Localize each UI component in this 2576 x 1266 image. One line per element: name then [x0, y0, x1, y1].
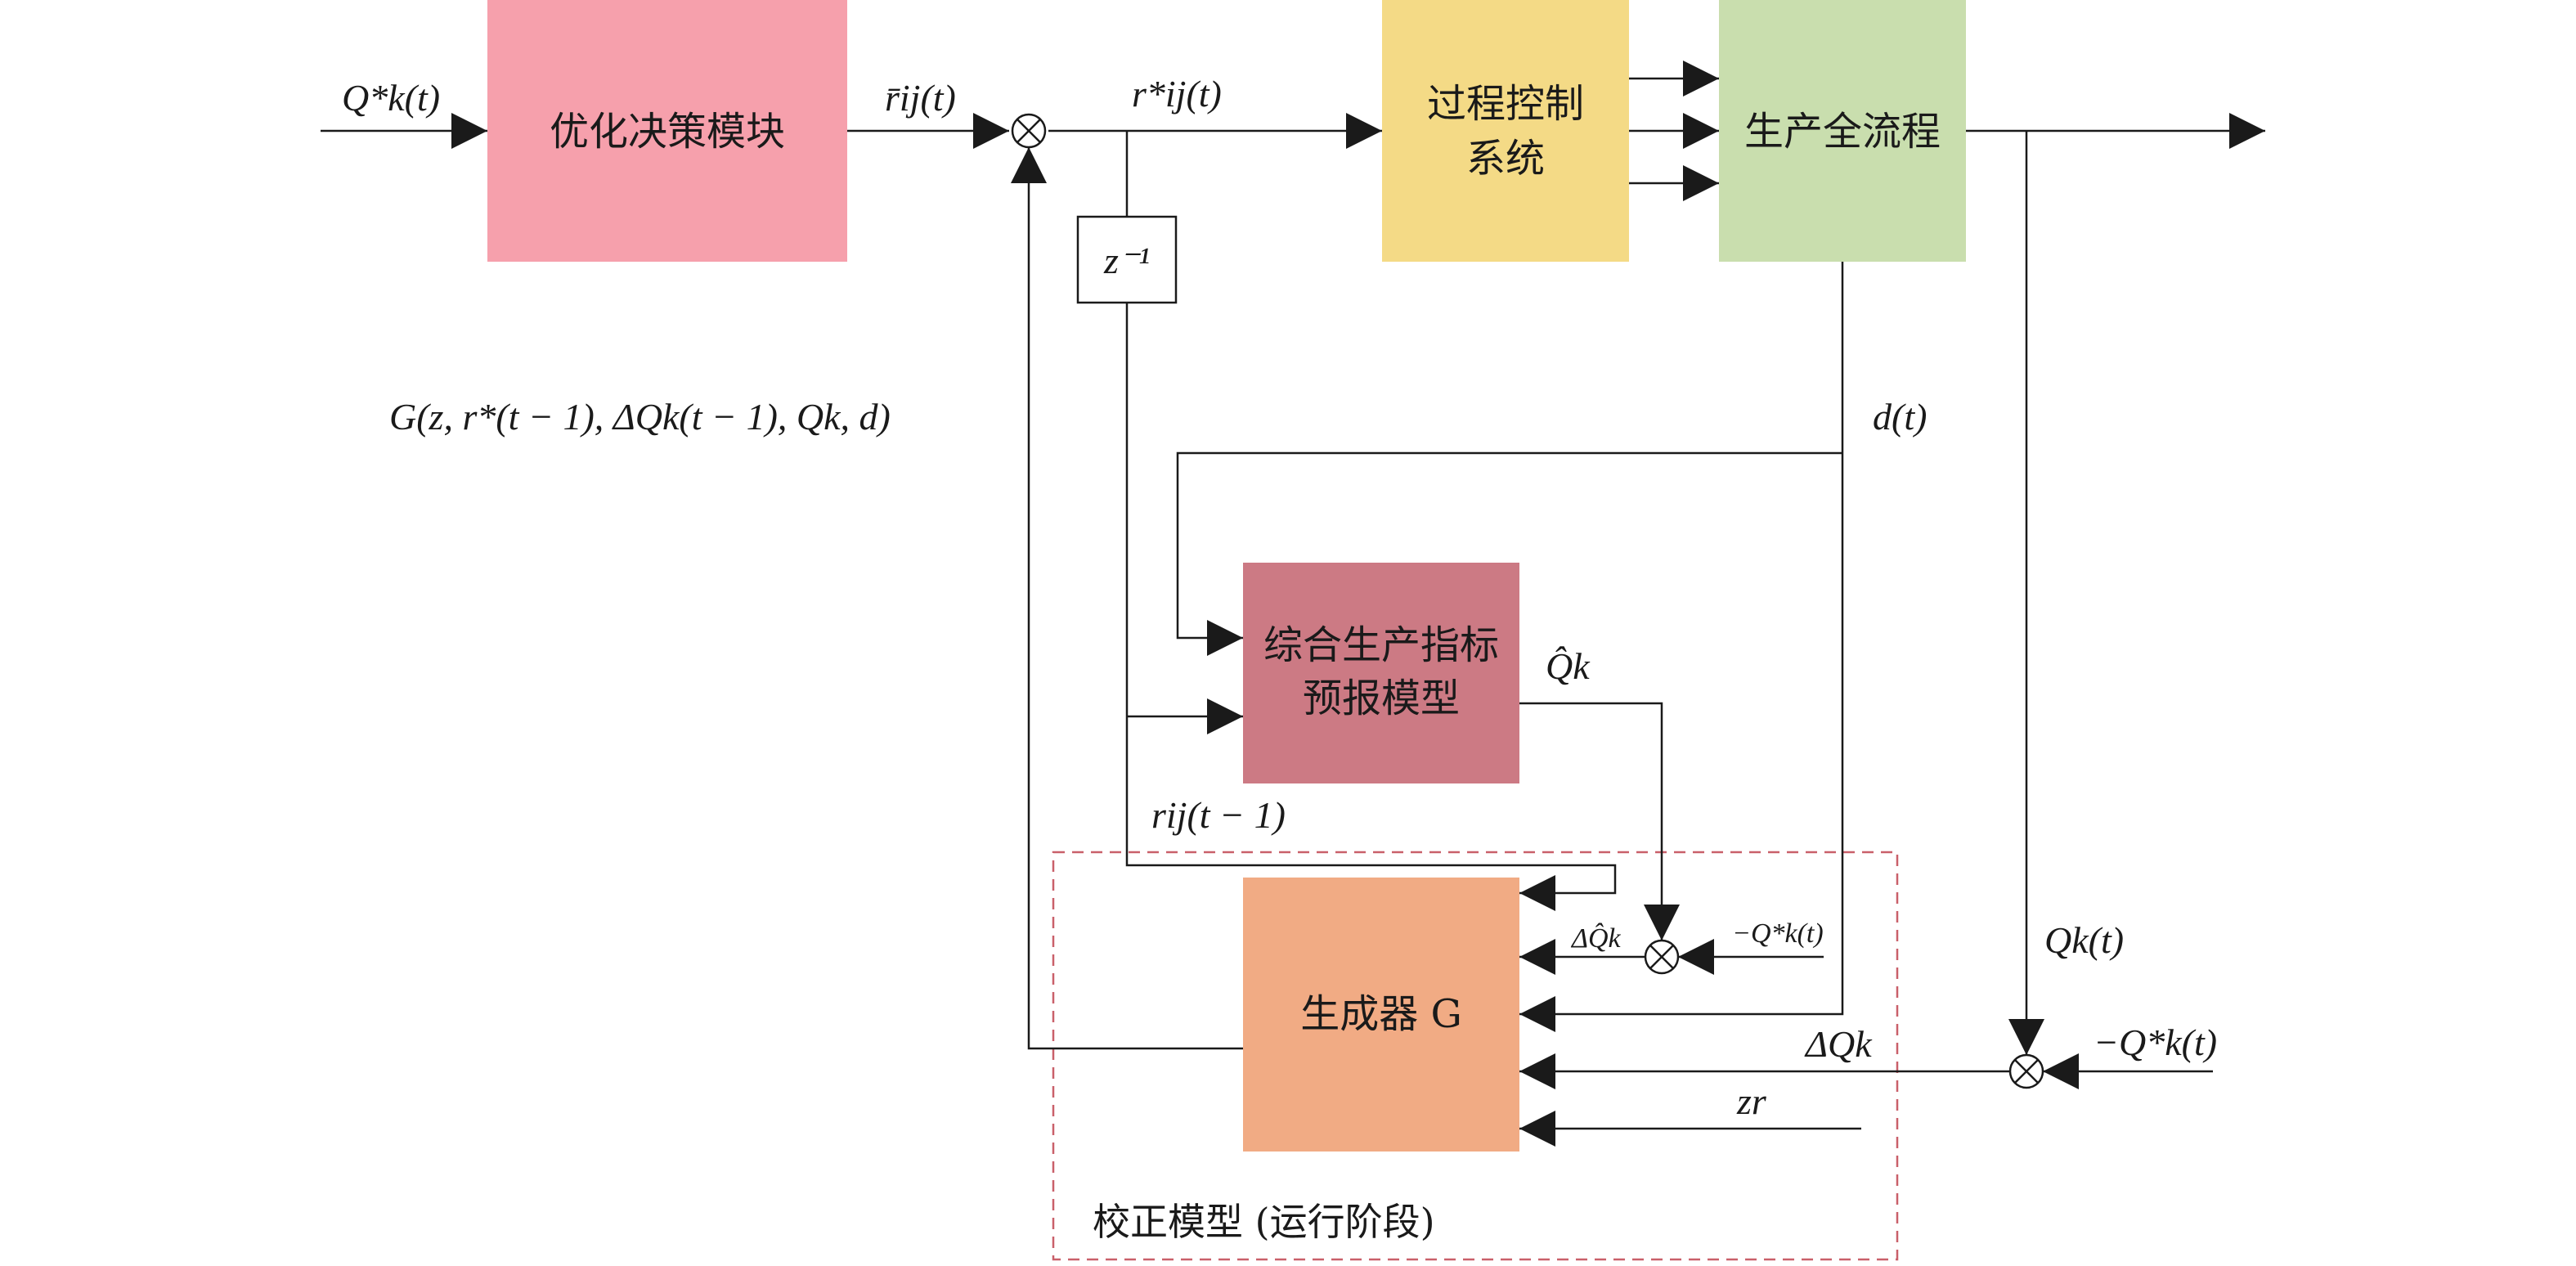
optimize-decision-block [487, 0, 847, 262]
qhat-line [1519, 702, 1680, 941]
process-control-label-2: 系统 [1466, 136, 1545, 182]
prediction-model-label-2: 预报模型 [1303, 676, 1460, 721]
delay-out-to-generator [1125, 303, 1617, 911]
optimize-decision-label: 优化决策模块 [550, 109, 785, 155]
delay-block [1076, 215, 1178, 304]
summing-junction-right [2008, 1053, 2044, 1089]
disturbance-line [1519, 262, 1844, 1032]
label-d-t: d(t) [1873, 396, 1927, 438]
correction-model-region [1052, 851, 1899, 1261]
disturbance-to-predictor [1176, 451, 1842, 656]
label-zr: zr [1736, 1080, 1767, 1122]
production-process-block [1719, 0, 1966, 262]
label-neg-qstar: −Q*k(t) [2094, 1021, 2217, 1063]
production-process-label: 生产全流程 [1744, 109, 1941, 155]
label-r-prev: rij(t − 1) [1151, 794, 1286, 836]
generator-feedback [1011, 147, 1243, 1050]
prediction-model-block [1243, 563, 1519, 783]
label-qstar-input: Q*k(t) [342, 77, 440, 119]
label-g-function: G(z, r*(t − 1), ΔQk(t − 1), Qk, d) [389, 396, 891, 438]
summing-junction-middle [1644, 939, 1680, 975]
process-control-label-1: 过程控制 [1427, 81, 1584, 127]
summing-junction-top [1011, 113, 1047, 149]
label-rbar: r̄ij(t) [885, 77, 956, 119]
label-qhat: Q̂k [1546, 645, 1591, 687]
label-delta-qhat: ΔQ̂k [1570, 923, 1622, 954]
label-neg-qstar-small: −Q*k(t) [1732, 918, 1824, 949]
delay-label: z⁻¹ [1103, 240, 1150, 281]
label-qk-t: Qk(t) [2044, 919, 2124, 961]
correction-model-label: 校正模型 (运行阶段) [1093, 1200, 1435, 1244]
generator-block [1243, 878, 1519, 1152]
label-rstar: r*ij(t) [1132, 73, 1222, 114]
generator-label: 生成器 G [1300, 991, 1462, 1037]
label-delta-q: ΔQk [1804, 1023, 1873, 1065]
process-control-block [1382, 0, 1629, 262]
prediction-model-label-1: 综合生产指标 [1263, 622, 1499, 668]
